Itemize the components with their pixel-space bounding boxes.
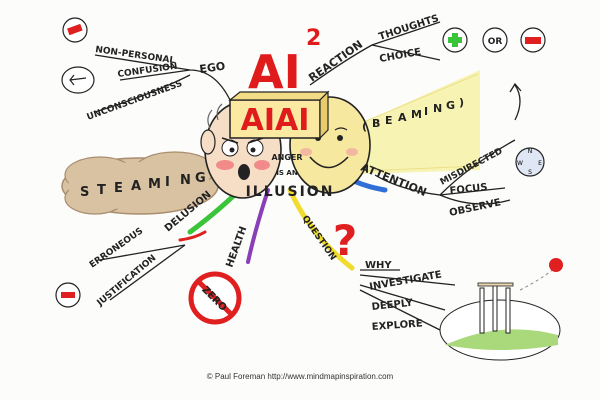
svg-text:): ) — [459, 96, 464, 109]
thought-cloud-icon — [61, 66, 95, 94]
svg-text:N: N — [528, 148, 533, 155]
svg-text:S: S — [528, 169, 532, 176]
svg-text:A: A — [398, 111, 407, 124]
steam-cloud — [61, 151, 219, 215]
svg-text:I: I — [424, 105, 428, 118]
compass-icon: N E S W — [515, 147, 545, 177]
svg-text:I: I — [165, 175, 170, 190]
reaction-item-choice: CHOICE — [379, 47, 423, 65]
svg-text:N: N — [433, 102, 442, 115]
cricket-stumps-icon — [477, 282, 514, 334]
svg-text:W: W — [517, 160, 523, 167]
steaming-letters: S T E A M I N G — [80, 171, 206, 200]
plus-circle-icon — [442, 27, 468, 53]
health-label: HEALTH — [224, 225, 249, 269]
attention-item-focus: FOCUS — [449, 182, 488, 197]
question-item-why: WHY — [365, 260, 392, 271]
svg-text:E: E — [385, 114, 393, 127]
ego-item-unconsciousness: UNCONSCIOUSNESS — [86, 79, 184, 123]
svg-text:M: M — [411, 108, 422, 121]
minus-circle-icon — [520, 27, 546, 53]
ego-label: EGO — [199, 59, 226, 75]
minus-circle-icon — [62, 17, 88, 43]
svg-text:T: T — [97, 183, 106, 198]
question-item-investigate: INVESTIGATE — [369, 269, 443, 293]
question-mark-icon: ? — [333, 216, 357, 265]
svg-text:S: S — [80, 185, 89, 200]
svg-text:A: A — [131, 179, 141, 194]
minus-circle-icon — [55, 282, 81, 308]
center-anger: ANGER — [271, 153, 302, 162]
svg-text:G: G — [446, 99, 455, 112]
reaction-item-thoughts: THOUGHTS — [378, 13, 441, 43]
title-superscript: 2 — [306, 26, 321, 51]
title-main: AI — [248, 45, 301, 99]
center-is-an: IS AN — [276, 169, 298, 177]
cricket-scene — [439, 299, 561, 361]
svg-text:N: N — [180, 173, 191, 188]
cricket-ball-icon — [549, 258, 563, 272]
svg-text:E: E — [114, 181, 123, 196]
ego-item-confusion: CONFUSION — [117, 62, 178, 80]
svg-text:G: G — [195, 171, 206, 186]
branch-lines — [94, 21, 516, 336]
svg-text:B: B — [372, 117, 380, 130]
svg-text:E: E — [538, 160, 542, 167]
arrow-up-icon — [509, 82, 522, 121]
center-illusion: ILLUSION — [246, 184, 335, 200]
svg-text:M: M — [148, 177, 161, 192]
beaming-letters: ( B E A M I N G ) — [362, 96, 464, 133]
no-entry-sign-icon: ZERO — [188, 271, 242, 325]
copyright-text: © Paul Foreman http://www.mindmapinspira… — [206, 372, 394, 381]
or-circle-icon: OR — [482, 27, 508, 53]
svg-text:(: ( — [362, 120, 367, 133]
title-banner: AIAI — [241, 103, 310, 138]
svg-text:OR: OR — [488, 37, 503, 47]
question-item-explore: EXPLORE — [371, 318, 423, 333]
svg-text:?: ? — [333, 216, 357, 265]
question-item-deeply: DEEPLY — [371, 298, 414, 313]
delusion-item-erroneous: ERRONEOUS — [88, 226, 145, 270]
title-block: AI 2 AIAI — [228, 26, 330, 140]
